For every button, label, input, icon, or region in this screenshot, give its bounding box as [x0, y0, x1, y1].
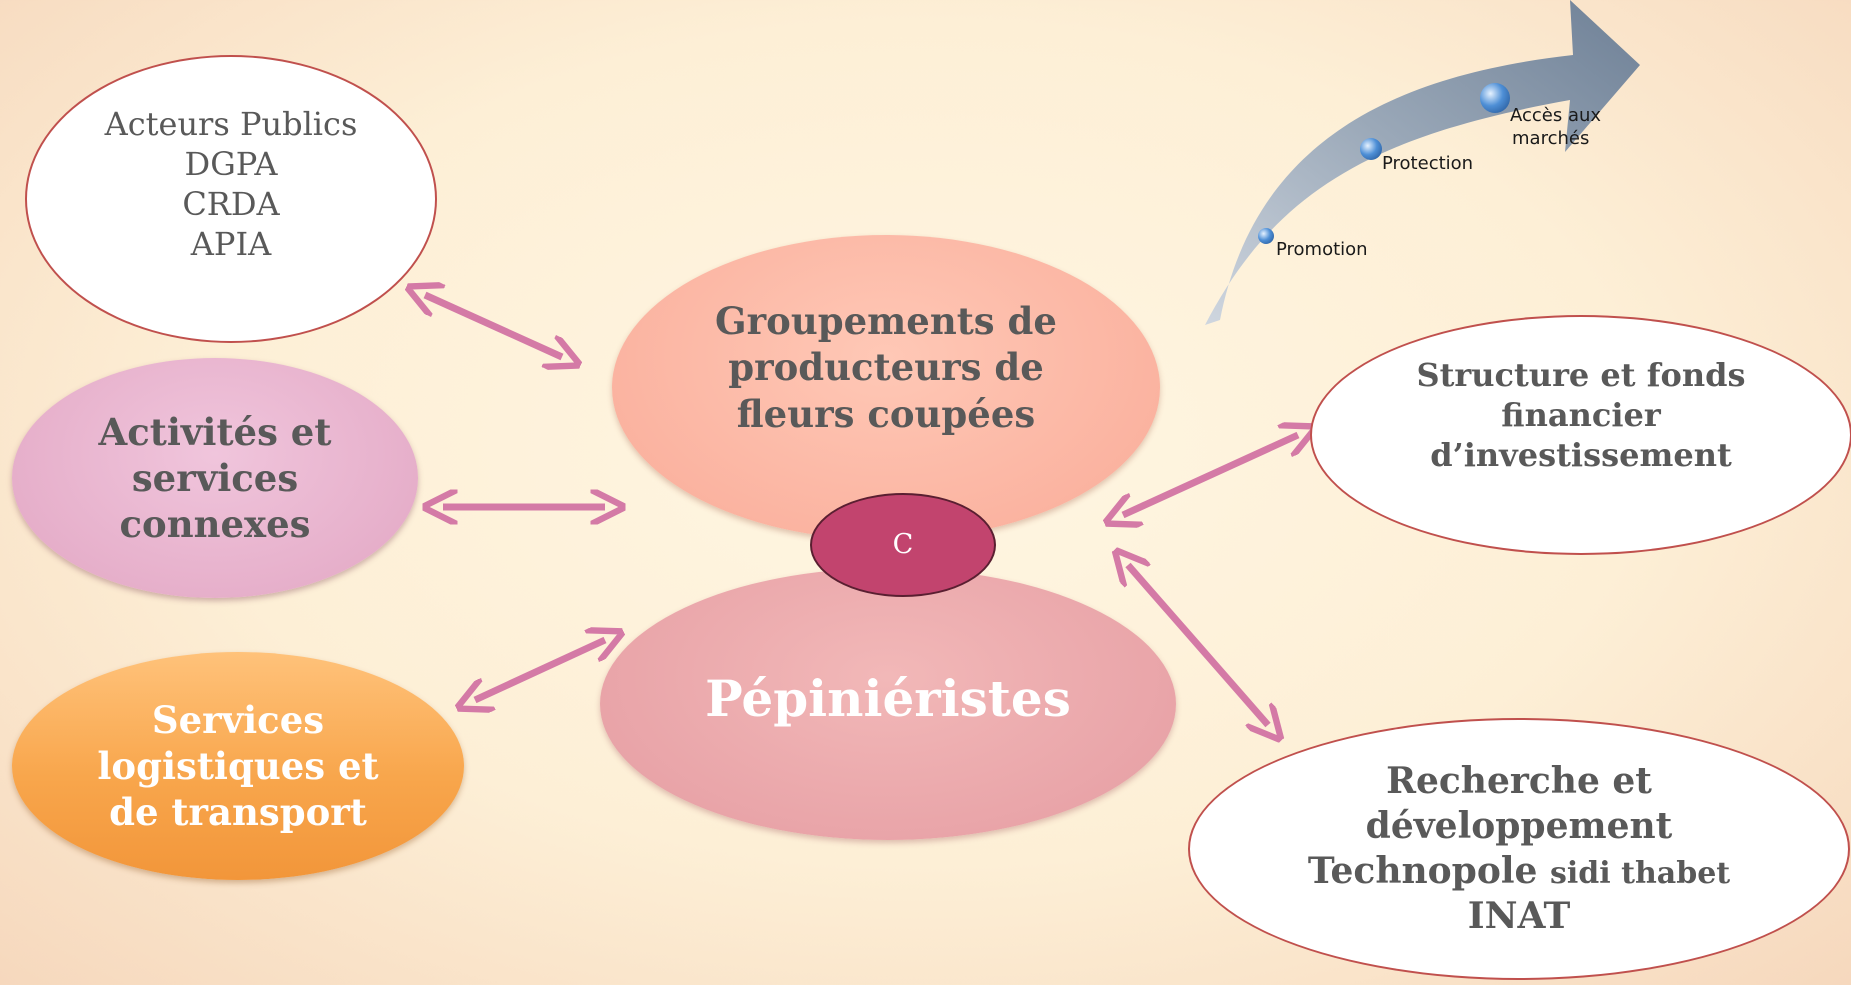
public-line-2: DGPA: [184, 145, 278, 183]
node-activites-services: Activités et services connexes: [12, 358, 418, 598]
growth-arrow-shape: [1205, 0, 1640, 325]
structure-line-2: financier: [1501, 396, 1661, 434]
activites-line-1: Activités et: [98, 409, 332, 454]
recherche-technopole: Technopole: [1307, 850, 1538, 892]
public-line-3: CRDA: [182, 185, 280, 223]
step-promotion-label: Promotion: [1276, 239, 1368, 260]
transport-line-2: logistiques et: [97, 743, 379, 788]
pepinieristes-label: Pépiniéristes: [705, 668, 1071, 728]
protection-bullet-icon: [1360, 138, 1382, 160]
promotion-bullet-icon: [1258, 228, 1274, 244]
center-label: C: [892, 529, 914, 561]
recherche-line-2: développement: [1365, 805, 1673, 847]
growth-arrow: [1205, 0, 1640, 325]
step-acces-label: Accès aux: [1510, 105, 1602, 126]
recherche-line-4: INAT: [1467, 895, 1571, 937]
node-structure-fonds: Structure et fonds financier d’investiss…: [1310, 315, 1851, 555]
connector-public-groupements: [425, 295, 562, 357]
groupements-line-3: fleurs coupées: [736, 391, 1036, 436]
step-marches-label: marchés: [1512, 128, 1590, 149]
node-center-c: C: [810, 493, 996, 597]
recherche-line-1: Recherche et: [1386, 760, 1652, 802]
recherche-line-3: Technopole sidi thabet: [1308, 849, 1730, 894]
connector-transport-pepinieristes: [475, 640, 605, 700]
activites-line-3: connexes: [119, 502, 311, 547]
groupements-line-2: producteurs de: [728, 345, 1044, 390]
transport-line-3: de transport: [109, 790, 367, 835]
node-groupements-producteurs: Groupements de producteurs de fleurs cou…: [612, 235, 1160, 540]
groupements-line-1: Groupements de: [715, 299, 1057, 344]
connector-recherche-center: [1128, 565, 1268, 725]
step-protection-label: Protection: [1382, 153, 1474, 174]
node-recherche-developpement: Recherche et développement Technopole si…: [1188, 718, 1850, 980]
acces-bullet-icon: [1480, 83, 1510, 113]
node-pepinieristes: Pépiniéristes: [600, 568, 1176, 840]
public-line-4: APIA: [190, 225, 272, 263]
transport-line-1: Services: [151, 697, 325, 742]
node-acteurs-publics: Acteurs Publics DGPA CRDA APIA: [25, 55, 437, 343]
structure-line-3: d’investissement: [1430, 436, 1732, 474]
structure-line-1: Structure et fonds: [1416, 356, 1746, 394]
connector-structure-center: [1123, 435, 1298, 515]
recherche-sidi-thabet: sidi thabet: [1550, 856, 1731, 891]
node-services-logistiques: Services logistiques et de transport: [12, 652, 464, 880]
public-line-1: Acteurs Publics: [104, 105, 358, 143]
activites-line-2: services: [131, 455, 299, 500]
